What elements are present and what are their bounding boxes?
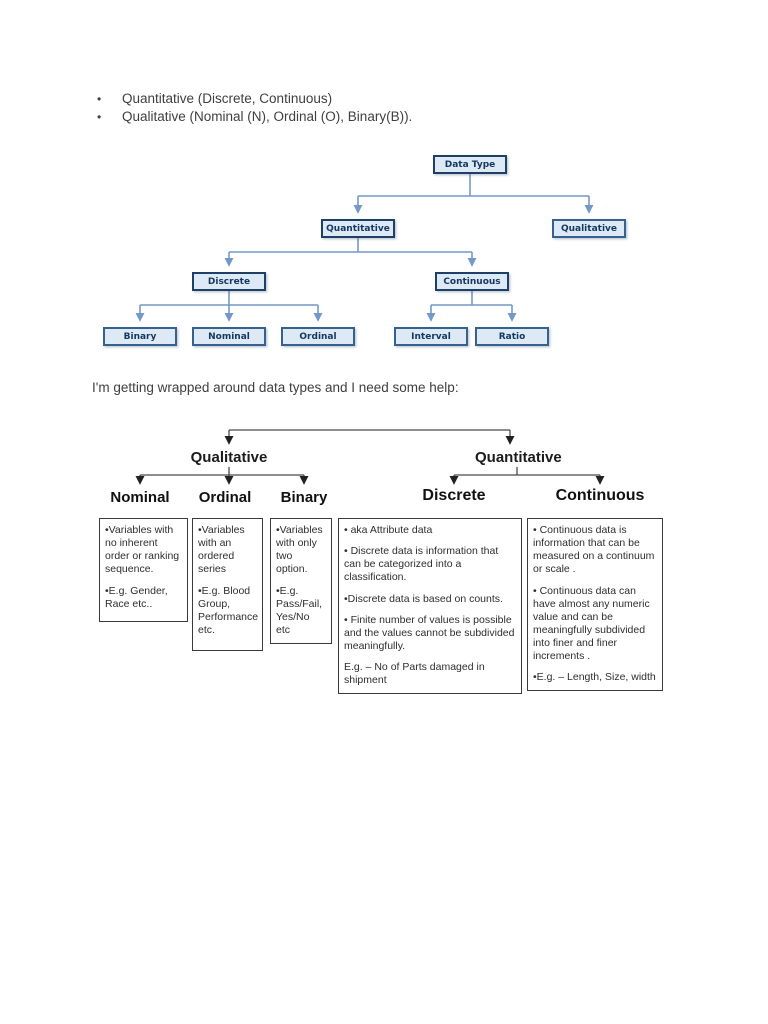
discrete-description-box: • aka Attribute data • Discrete data is …: [338, 518, 522, 695]
node-data-type: Data Type: [433, 155, 507, 174]
node-quantitative: Quantitative: [321, 219, 395, 238]
description-line: •Discrete data is based on counts.: [344, 592, 503, 605]
description-line: • Continuous data can have almost any nu…: [533, 584, 650, 663]
data-type-tree-diagram: Data Type Quantitative Qualitative Discr…: [95, 148, 670, 360]
nominal-description-box: •Variables with no inherent order or ran…: [99, 518, 188, 622]
node-ratio: Ratio: [475, 327, 549, 346]
tree-connector-arrows: [135, 174, 594, 322]
label-binary: Binary: [280, 489, 328, 506]
description-line: E.g. – No of Parts damaged in shipment: [344, 661, 485, 687]
node-ordinal: Ordinal: [281, 327, 355, 346]
description-line: • Continuous data is information that ca…: [533, 524, 655, 576]
label-nominal: Nominal: [110, 489, 170, 506]
description-line: •E.g. Gender, Race etc..: [105, 584, 168, 610]
description-line: •Variables with only two option.: [276, 524, 323, 576]
description-line: •Variables with an ordered series: [198, 524, 245, 576]
binary-description-box: •Variables with only two option. •E.g. P…: [270, 518, 332, 644]
intro-paragraph: I'm getting wrapped around data types an…: [92, 380, 459, 395]
label-continuous: Continuous: [555, 487, 645, 504]
data-types-comparison-diagram: Qualitative Quantitative Nominal Ordinal…: [90, 418, 690, 710]
node-nominal: Nominal: [192, 327, 266, 346]
node-discrete: Discrete: [192, 272, 266, 291]
description-line: • aka Attribute data: [344, 524, 433, 536]
label-qualitative: Qualitative: [190, 449, 268, 466]
bullet-item: Quantitative (Discrete, Continuous): [95, 90, 412, 108]
comparison-connector-arrows: [135, 429, 605, 485]
node-interval: Interval: [394, 327, 468, 346]
node-qualitative: Qualitative: [552, 219, 626, 238]
node-continuous: Continuous: [435, 272, 509, 291]
description-line: •Variables with no inherent order or ran…: [105, 524, 180, 576]
label-discrete: Discrete: [422, 487, 486, 504]
label-ordinal: Ordinal: [198, 489, 252, 506]
description-line: • Finite number of values is possible an…: [344, 613, 515, 652]
label-quantitative: Quantitative: [475, 449, 562, 466]
description-line: • Discrete data is information that can …: [344, 545, 499, 584]
description-line: •E.g. Blood Group, Performance etc.: [198, 584, 259, 636]
bullet-list: Quantitative (Discrete, Continuous) Qual…: [95, 90, 412, 126]
ordinal-description-box: •Variables with an ordered series •E.g. …: [192, 518, 263, 651]
node-binary: Binary: [103, 327, 177, 346]
continuous-description-box: • Continuous data is information that ca…: [527, 518, 663, 692]
description-line: •E.g. Pass/Fail, Yes/No etc: [276, 584, 323, 636]
bullet-item: Qualitative (Nominal (N), Ordinal (O), B…: [95, 108, 412, 126]
description-line: •E.g. – Length, Size, width: [533, 671, 656, 684]
